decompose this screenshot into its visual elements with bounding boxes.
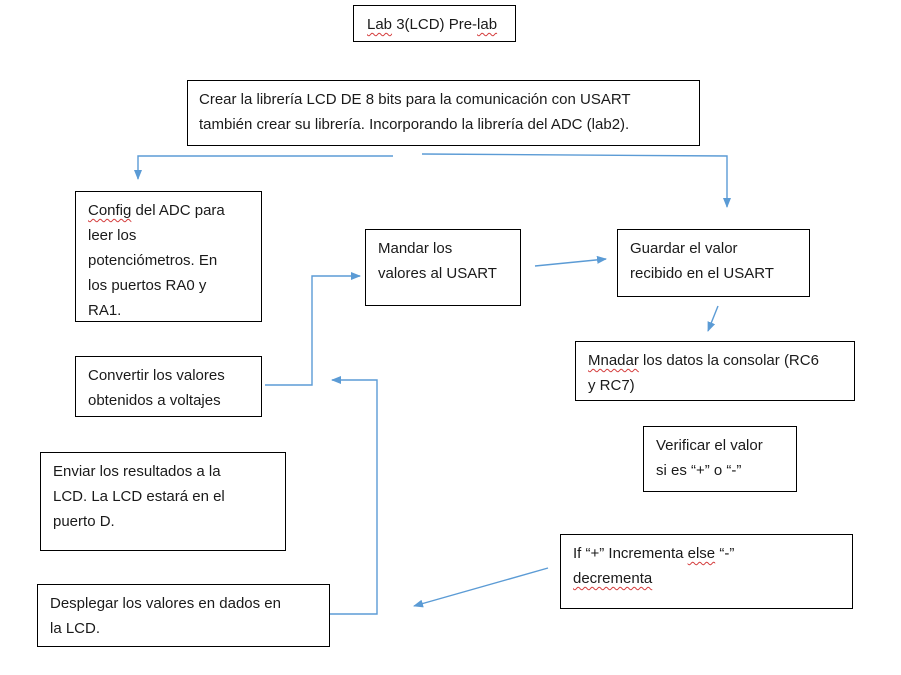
- send-lcd-line-1: Enviar los resultados a la: [53, 463, 221, 480]
- save-value-line-1: Guardar el valor: [630, 240, 738, 257]
- title-box: Lab 3(LCD) Pre-lab: [353, 5, 516, 42]
- display-values-line-2: la LCD.: [50, 620, 101, 637]
- send-console-word-mnadar: Mnadar: [588, 352, 639, 369]
- config-adc-line-1: Config del ADC para: [88, 198, 261, 223]
- if-increment-line-1: If “+” Incrementa else “-”: [573, 541, 852, 566]
- title-word-lab: Lab: [367, 16, 393, 33]
- title-word-lab-suffix: lab: [477, 16, 498, 33]
- config-adc-line-2: leer los: [88, 227, 137, 244]
- send-console-line-1-rest: los datos la consolar (RC6: [638, 352, 819, 369]
- if-increment-line-1-a: If “+” Incrementa: [573, 545, 688, 562]
- display-values-line-1: Desplegar los valores en dados en: [50, 595, 281, 612]
- verify-value-box: Verificar el valor si es “+” o “-”: [643, 426, 797, 492]
- if-increment-line-2: decrementa: [573, 566, 852, 591]
- page-title: Lab 3(LCD) Pre-lab: [367, 12, 515, 37]
- arrow-save-value-to-send-console: [707, 305, 719, 332]
- config-adc-line-4: los puertos RA0 y: [88, 277, 207, 294]
- convert-voltage-line-1: Convertir los valores: [88, 367, 225, 384]
- send-lcd-line-3: puerto D.: [53, 513, 115, 530]
- save-value-line-2: recibido en el USART: [630, 265, 774, 282]
- arrow-display-values-to-convert: [330, 376, 378, 615]
- verify-value-line-1: Verificar el valor: [656, 437, 763, 454]
- arrow-if-to-display-values: [413, 567, 549, 608]
- arrow-library-to-save-value: [421, 153, 731, 208]
- if-increment-line-1-b: “-”: [715, 545, 735, 562]
- send-lcd-line-2: LCD. La LCD estará en el: [53, 488, 225, 505]
- config-adc-line-3: potenciómetros. En: [88, 252, 218, 269]
- arrow-convert-to-send-usart: [265, 272, 361, 386]
- arrow-library-to-config-adc: [134, 155, 393, 180]
- send-lcd-box: Enviar los resultados a la LCD. La LCD e…: [40, 452, 286, 551]
- config-adc-line-1-rest: del ADC para: [131, 202, 225, 219]
- if-increment-word-else: else: [687, 545, 716, 562]
- if-increment-box: If “+” Incrementa else “-” decrementa: [560, 534, 853, 609]
- send-usart-box: Mandar los valores al USART: [365, 229, 521, 306]
- send-console-line-2: y RC7): [588, 377, 635, 394]
- convert-voltage-line-2: obtenidos a voltajes: [88, 392, 221, 409]
- send-usart-line-2: valores al USART: [378, 265, 497, 282]
- if-increment-word-decrementa: decrementa: [573, 570, 653, 587]
- create-library-line-2: también crear su librería. Incorporando …: [199, 116, 630, 133]
- create-library-line-1: Crear la librería LCD DE 8 bits para la …: [199, 91, 631, 108]
- create-library-box: Crear la librería LCD DE 8 bits para la …: [187, 80, 700, 146]
- verify-value-line-2: si es “+” o “-”: [656, 462, 742, 479]
- config-adc-word-config: Config: [88, 202, 132, 219]
- send-console-line-1: Mnadar los datos la consolar (RC6: [588, 348, 854, 373]
- convert-voltage-box: Convertir los valores obtenidos a voltaj…: [75, 356, 262, 417]
- display-values-box: Desplegar los valores en dados en la LCD…: [37, 584, 330, 647]
- send-console-box: Mnadar los datos la consolar (RC6 y RC7): [575, 341, 855, 401]
- config-adc-box: Config del ADC para leer los potenciómet…: [75, 191, 262, 322]
- save-value-box: Guardar el valor recibido en el USART: [617, 229, 810, 297]
- send-usart-line-1: Mandar los: [378, 240, 453, 257]
- config-adc-line-5: RA1.: [88, 302, 122, 319]
- arrow-send-usart-to-save-value: [534, 255, 607, 267]
- title-middle: 3(LCD) Pre-: [392, 16, 478, 33]
